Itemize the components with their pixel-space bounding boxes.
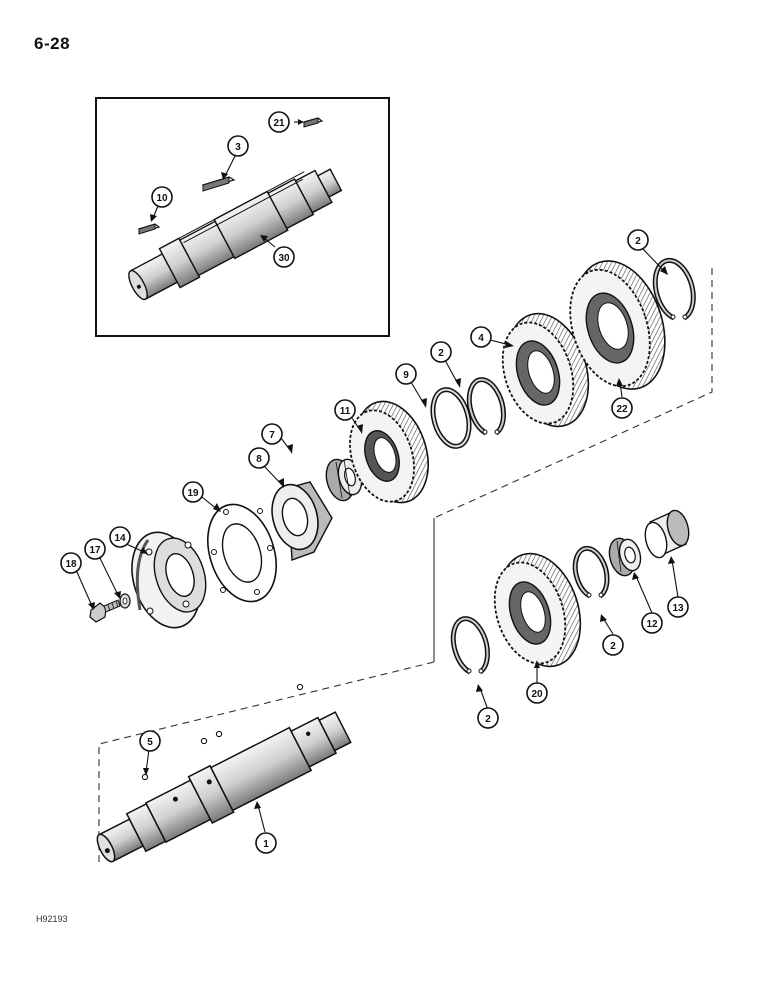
callout-9-text: 9 xyxy=(403,370,409,381)
callout-2-lower-right: 2 xyxy=(602,634,624,656)
callout-4: 4 xyxy=(470,326,492,348)
callout-2-mid: 2 xyxy=(430,341,452,363)
callout-2-mid-text: 2 xyxy=(438,348,444,359)
inset-box xyxy=(95,97,390,337)
callout-19: 19 xyxy=(182,481,204,503)
bearing-cup-13 xyxy=(644,509,690,559)
callout-17: 17 xyxy=(84,538,106,560)
callout-2-lower-left-text: 2 xyxy=(485,714,491,725)
callout-5: 5 xyxy=(139,730,161,752)
callout-8: 8 xyxy=(248,447,270,469)
bearing-retainer-14 xyxy=(131,531,207,629)
washer-17 xyxy=(119,593,131,609)
snap-ring-lower-right xyxy=(572,545,610,599)
callout-1: 1 xyxy=(255,832,277,854)
callout-18: 18 xyxy=(60,552,82,574)
callout-20-text: 20 xyxy=(531,689,543,700)
callout-30: 30 xyxy=(273,246,295,268)
figure-code: H92193 xyxy=(36,914,68,924)
callout-5-text: 5 xyxy=(147,737,153,748)
callout-8-text: 8 xyxy=(256,454,262,465)
callout-2-lower-right-text: 2 xyxy=(610,641,616,652)
callout-10-text: 10 xyxy=(156,193,168,204)
callout-30-text: 30 xyxy=(278,253,290,264)
gear-11 xyxy=(349,400,429,504)
inset-key-3 xyxy=(201,176,236,192)
callout-2-top-text: 2 xyxy=(635,236,641,247)
callout-21-text: 21 xyxy=(273,118,285,129)
callout-3-text: 3 xyxy=(235,142,241,153)
bearing-cone-12 xyxy=(608,537,642,577)
gear-22 xyxy=(569,260,666,390)
callouts: 21 3 10 30 2 22 4 2 xyxy=(60,111,689,854)
callout-13-text: 13 xyxy=(672,603,684,614)
callout-22: 22 xyxy=(611,397,633,419)
callout-1-text: 1 xyxy=(263,839,269,850)
callout-18-text: 18 xyxy=(65,559,77,570)
callout-14-text: 14 xyxy=(114,533,126,544)
callout-2-top: 2 xyxy=(627,229,649,251)
callout-19-text: 19 xyxy=(187,488,199,499)
callout-3: 3 xyxy=(227,135,249,157)
callout-2-lower-left: 2 xyxy=(477,707,499,729)
callout-13: 13 xyxy=(667,596,689,618)
snap-ring-lower-left xyxy=(450,616,490,675)
main-shaft xyxy=(96,711,352,863)
callout-11: 11 xyxy=(334,399,356,421)
callout-7-text: 7 xyxy=(269,430,275,441)
callout-10: 10 xyxy=(151,186,173,208)
callout-4-text: 4 xyxy=(478,333,484,344)
callout-11-text: 11 xyxy=(340,406,351,417)
callout-20: 20 xyxy=(526,682,548,704)
callout-9: 9 xyxy=(395,363,417,385)
inset-key-21 xyxy=(302,117,324,128)
inset-shaft xyxy=(128,168,343,301)
callout-7: 7 xyxy=(261,423,283,445)
bearing-8 xyxy=(271,481,333,561)
callout-22-text: 22 xyxy=(616,404,628,415)
callout-12: 12 xyxy=(641,612,663,634)
callout-17-text: 17 xyxy=(89,545,101,556)
gasket-19 xyxy=(207,503,277,603)
page-number: 6-28 xyxy=(34,34,71,53)
snap-ring-upper-mid xyxy=(466,377,506,436)
ball-5 xyxy=(141,683,304,781)
leader-arrowheads xyxy=(88,266,675,809)
gear-4 xyxy=(501,312,590,428)
callout-14: 14 xyxy=(109,526,131,548)
assembly-outline xyxy=(98,268,713,862)
ring-9 xyxy=(430,387,472,449)
callout-21: 21 xyxy=(268,111,290,133)
callout-12-text: 12 xyxy=(646,619,658,630)
gear-20 xyxy=(493,552,582,668)
inset-key-10 xyxy=(137,223,161,235)
snap-ring-top xyxy=(652,257,696,321)
